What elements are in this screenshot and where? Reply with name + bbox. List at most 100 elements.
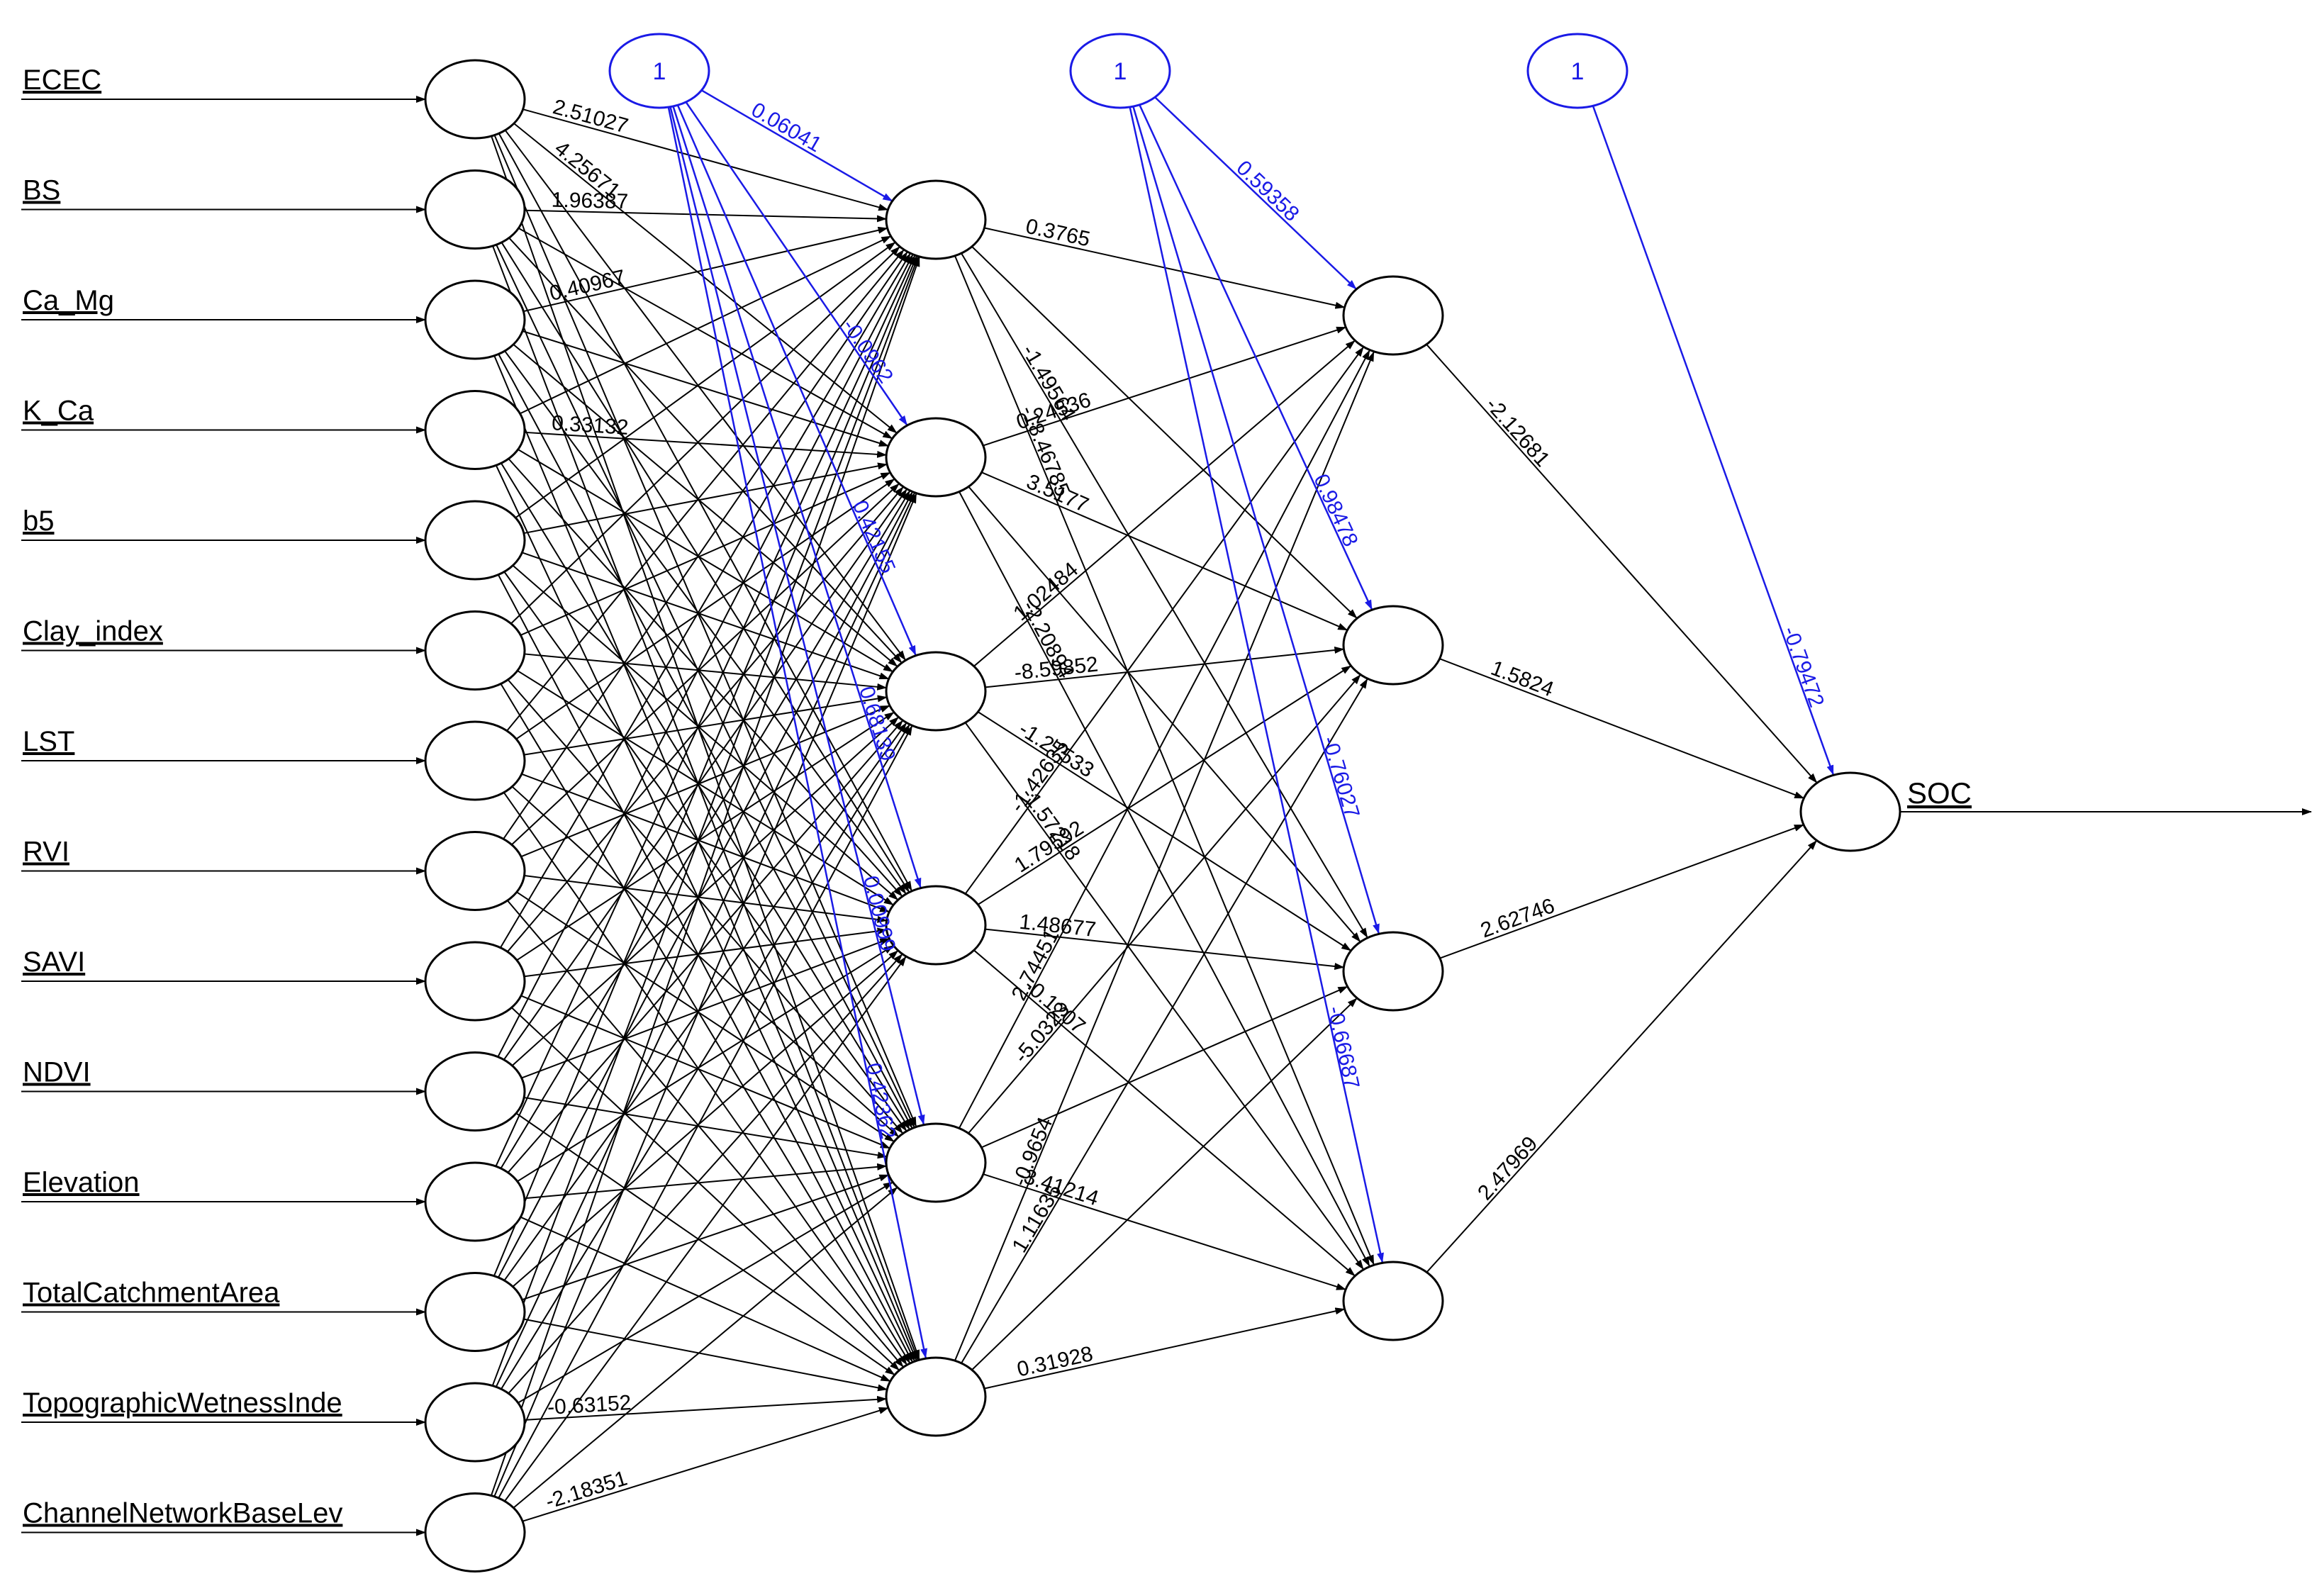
bias-edge-hidden2 [1127, 101, 1384, 1263]
bias-edge-hidden2 [1130, 100, 1380, 934]
bias-weight-label: -0.76027 [1317, 734, 1363, 821]
bias-node [1069, 33, 1171, 109]
edge-input-hidden1 [520, 705, 890, 858]
edge-input-hidden1 [515, 242, 896, 518]
weight-label: 2.51027 [550, 95, 630, 138]
edge-input-hidden1 [507, 486, 904, 952]
edges-layer [21, 96, 2312, 1536]
input-label: SAVI [23, 946, 85, 978]
input-node [424, 169, 526, 250]
input-label: ChannelNetworkBaseLev [23, 1498, 342, 1529]
weight-label: 1.5824 [1487, 657, 1556, 702]
weight-label: -2.18351 [543, 1467, 630, 1514]
hidden2-node [1342, 275, 1444, 356]
edge-hidden1-hidden2 [973, 949, 1356, 1277]
edge-input-hidden1 [512, 786, 899, 1137]
bias-edges-layer [666, 84, 1834, 1359]
edge-hidden1-hidden2 [983, 326, 1347, 447]
edge-input-hidden1 [505, 130, 906, 661]
hidden1-node [885, 1356, 987, 1437]
bias-edge-hidden2 [1136, 99, 1373, 610]
input-label: RVI [23, 837, 69, 868]
edge-input-hidden1 [512, 950, 899, 1287]
output-node [1799, 771, 1901, 852]
edge-input-hidden1 [515, 478, 895, 740]
bias-weight-label: 0.59358 [1231, 156, 1303, 226]
edge-input-hidden1 [518, 1181, 893, 1404]
edge-hidden1-hidden2 [971, 998, 1358, 1370]
edge-input-hidden1 [511, 1007, 900, 1371]
hidden1-node [885, 885, 987, 966]
edge-input-hidden1 [507, 900, 904, 1368]
edge-input-hidden1 [503, 488, 907, 1060]
input-label: Elevation [23, 1167, 140, 1198]
edge-input-hidden1 [496, 492, 915, 1387]
weight-label: 2.47969 [1473, 1132, 1542, 1205]
edge-input-hidden1 [506, 249, 905, 732]
edge-input-hidden1 [523, 108, 889, 211]
input-node [424, 720, 526, 801]
input-node [424, 941, 526, 1022]
edge-input-hidden1 [521, 938, 890, 1079]
input-label: Clay_index [23, 616, 163, 647]
bias-edge-hidden1 [666, 101, 927, 1359]
bias-edge-hidden2 [1149, 91, 1357, 290]
edge-input-hidden1 [520, 471, 891, 636]
hidden1-node [885, 417, 987, 498]
edge-input-hidden1 [524, 1097, 888, 1159]
edge-input-hidden1 [508, 238, 903, 664]
hidden2-node [1342, 605, 1444, 686]
edge-input-hidden1 [492, 246, 919, 1361]
edge-input-hidden1 [517, 670, 894, 906]
edge-input-hidden1 [513, 565, 899, 900]
input-node [424, 1272, 526, 1352]
weight-label: 1.96387 [551, 189, 628, 214]
bias-edge-hidden1 [668, 101, 925, 1125]
weight-label: -8.59852 [1013, 653, 1099, 685]
weight-label: 2.62746 [1477, 894, 1558, 942]
hidden1-node [885, 651, 987, 732]
input-label: BS [23, 175, 60, 206]
edge-input-hidden1 [523, 226, 888, 313]
edge-input-hidden1 [500, 490, 911, 1168]
edge-input-hidden1 [498, 133, 912, 891]
hidden2-node [1342, 931, 1444, 1012]
edge-input-hidden1 [501, 724, 910, 1390]
input-label: K_Ca [23, 396, 94, 427]
bias-node-label: 1 [1114, 58, 1127, 85]
edge-hidden1-hidden2 [985, 928, 1345, 970]
edge-input-hidden1 [493, 356, 917, 1361]
edge-input-hidden1 [495, 255, 916, 1166]
bias-weight-label: 0.42155 [848, 497, 900, 577]
edge-input-hidden1 [491, 256, 920, 1495]
edge-input-hidden1 [518, 228, 893, 440]
edge-hidden1-hidden2 [973, 340, 1356, 667]
edge-hidden1-hidden2 [961, 678, 1368, 1363]
bias-weight-label: -0.79472 [1778, 623, 1828, 710]
input-node [424, 1161, 526, 1242]
edge-input-hidden1 [498, 725, 913, 1498]
edge-input-hidden1 [520, 1216, 891, 1382]
input-node [424, 500, 526, 581]
edge-input-hidden1 [503, 722, 907, 1281]
edge-input-hidden1 [492, 256, 919, 1386]
weight-label: 0.33132 [551, 411, 629, 440]
edge-input-hidden1 [516, 891, 895, 1142]
input-label: NDVI [23, 1057, 91, 1088]
edge-input-hidden1 [500, 683, 911, 1364]
weight-label: 0.3765 [1024, 215, 1093, 252]
input-node [424, 1492, 526, 1572]
edge-hidden1-hidden2 [978, 711, 1352, 951]
hidden1-node [885, 1122, 987, 1203]
edge-hidden2-output [1426, 840, 1817, 1273]
edge-input-hidden1 [503, 251, 908, 839]
input-node [424, 390, 526, 470]
edge-hidden1-hidden2 [959, 350, 1370, 1129]
bias-edge-hidden1 [674, 99, 917, 656]
edge-input-hidden1 [524, 1163, 888, 1200]
edge-input-hidden1 [513, 344, 898, 667]
edge-input-hidden1 [508, 458, 903, 897]
edge-hidden2-output [1439, 824, 1804, 959]
edge-input-hidden1 [522, 1174, 890, 1301]
